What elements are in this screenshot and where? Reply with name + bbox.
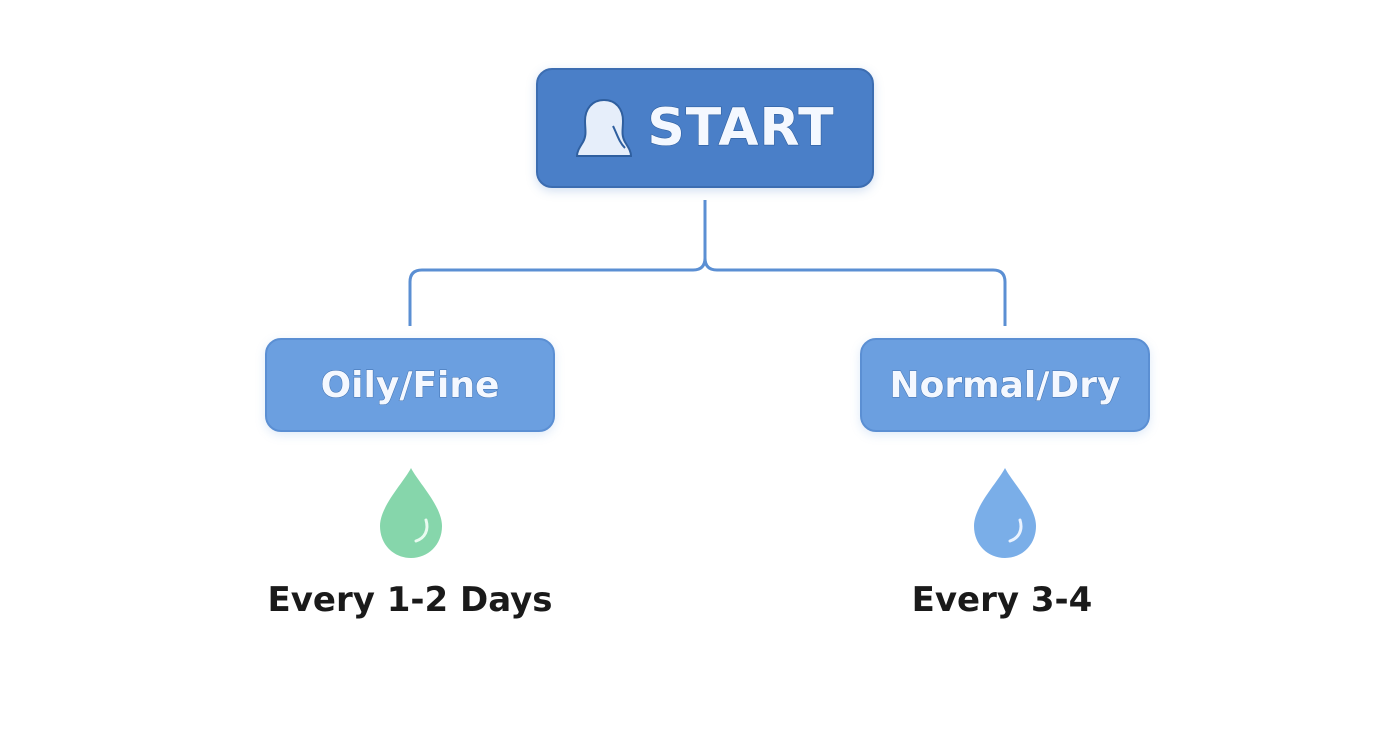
- start-label: START: [647, 97, 835, 158]
- frequency-label-oily-fine: Every 1-2 Days: [267, 580, 553, 620]
- green-water-drop-icon: [380, 468, 442, 558]
- frequency-label-normal-dry: Every 3-4: [911, 580, 1093, 620]
- blue-water-drop-icon: [974, 468, 1036, 558]
- branch-label-normal-dry: Normal/Dry: [889, 364, 1121, 406]
- branch-node-normal-dry[interactable]: Normal/Dry: [860, 338, 1150, 432]
- person-silhouette-icon: [576, 98, 633, 157]
- connector-right: [703, 257, 1007, 326]
- connector-left: [408, 268, 693, 326]
- branch-node-oily-fine[interactable]: Oily/Fine: [265, 338, 555, 432]
- connector-trunk: [692, 200, 707, 272]
- branch-label-oily-fine: Oily/Fine: [320, 364, 500, 406]
- start-node[interactable]: START: [536, 68, 874, 188]
